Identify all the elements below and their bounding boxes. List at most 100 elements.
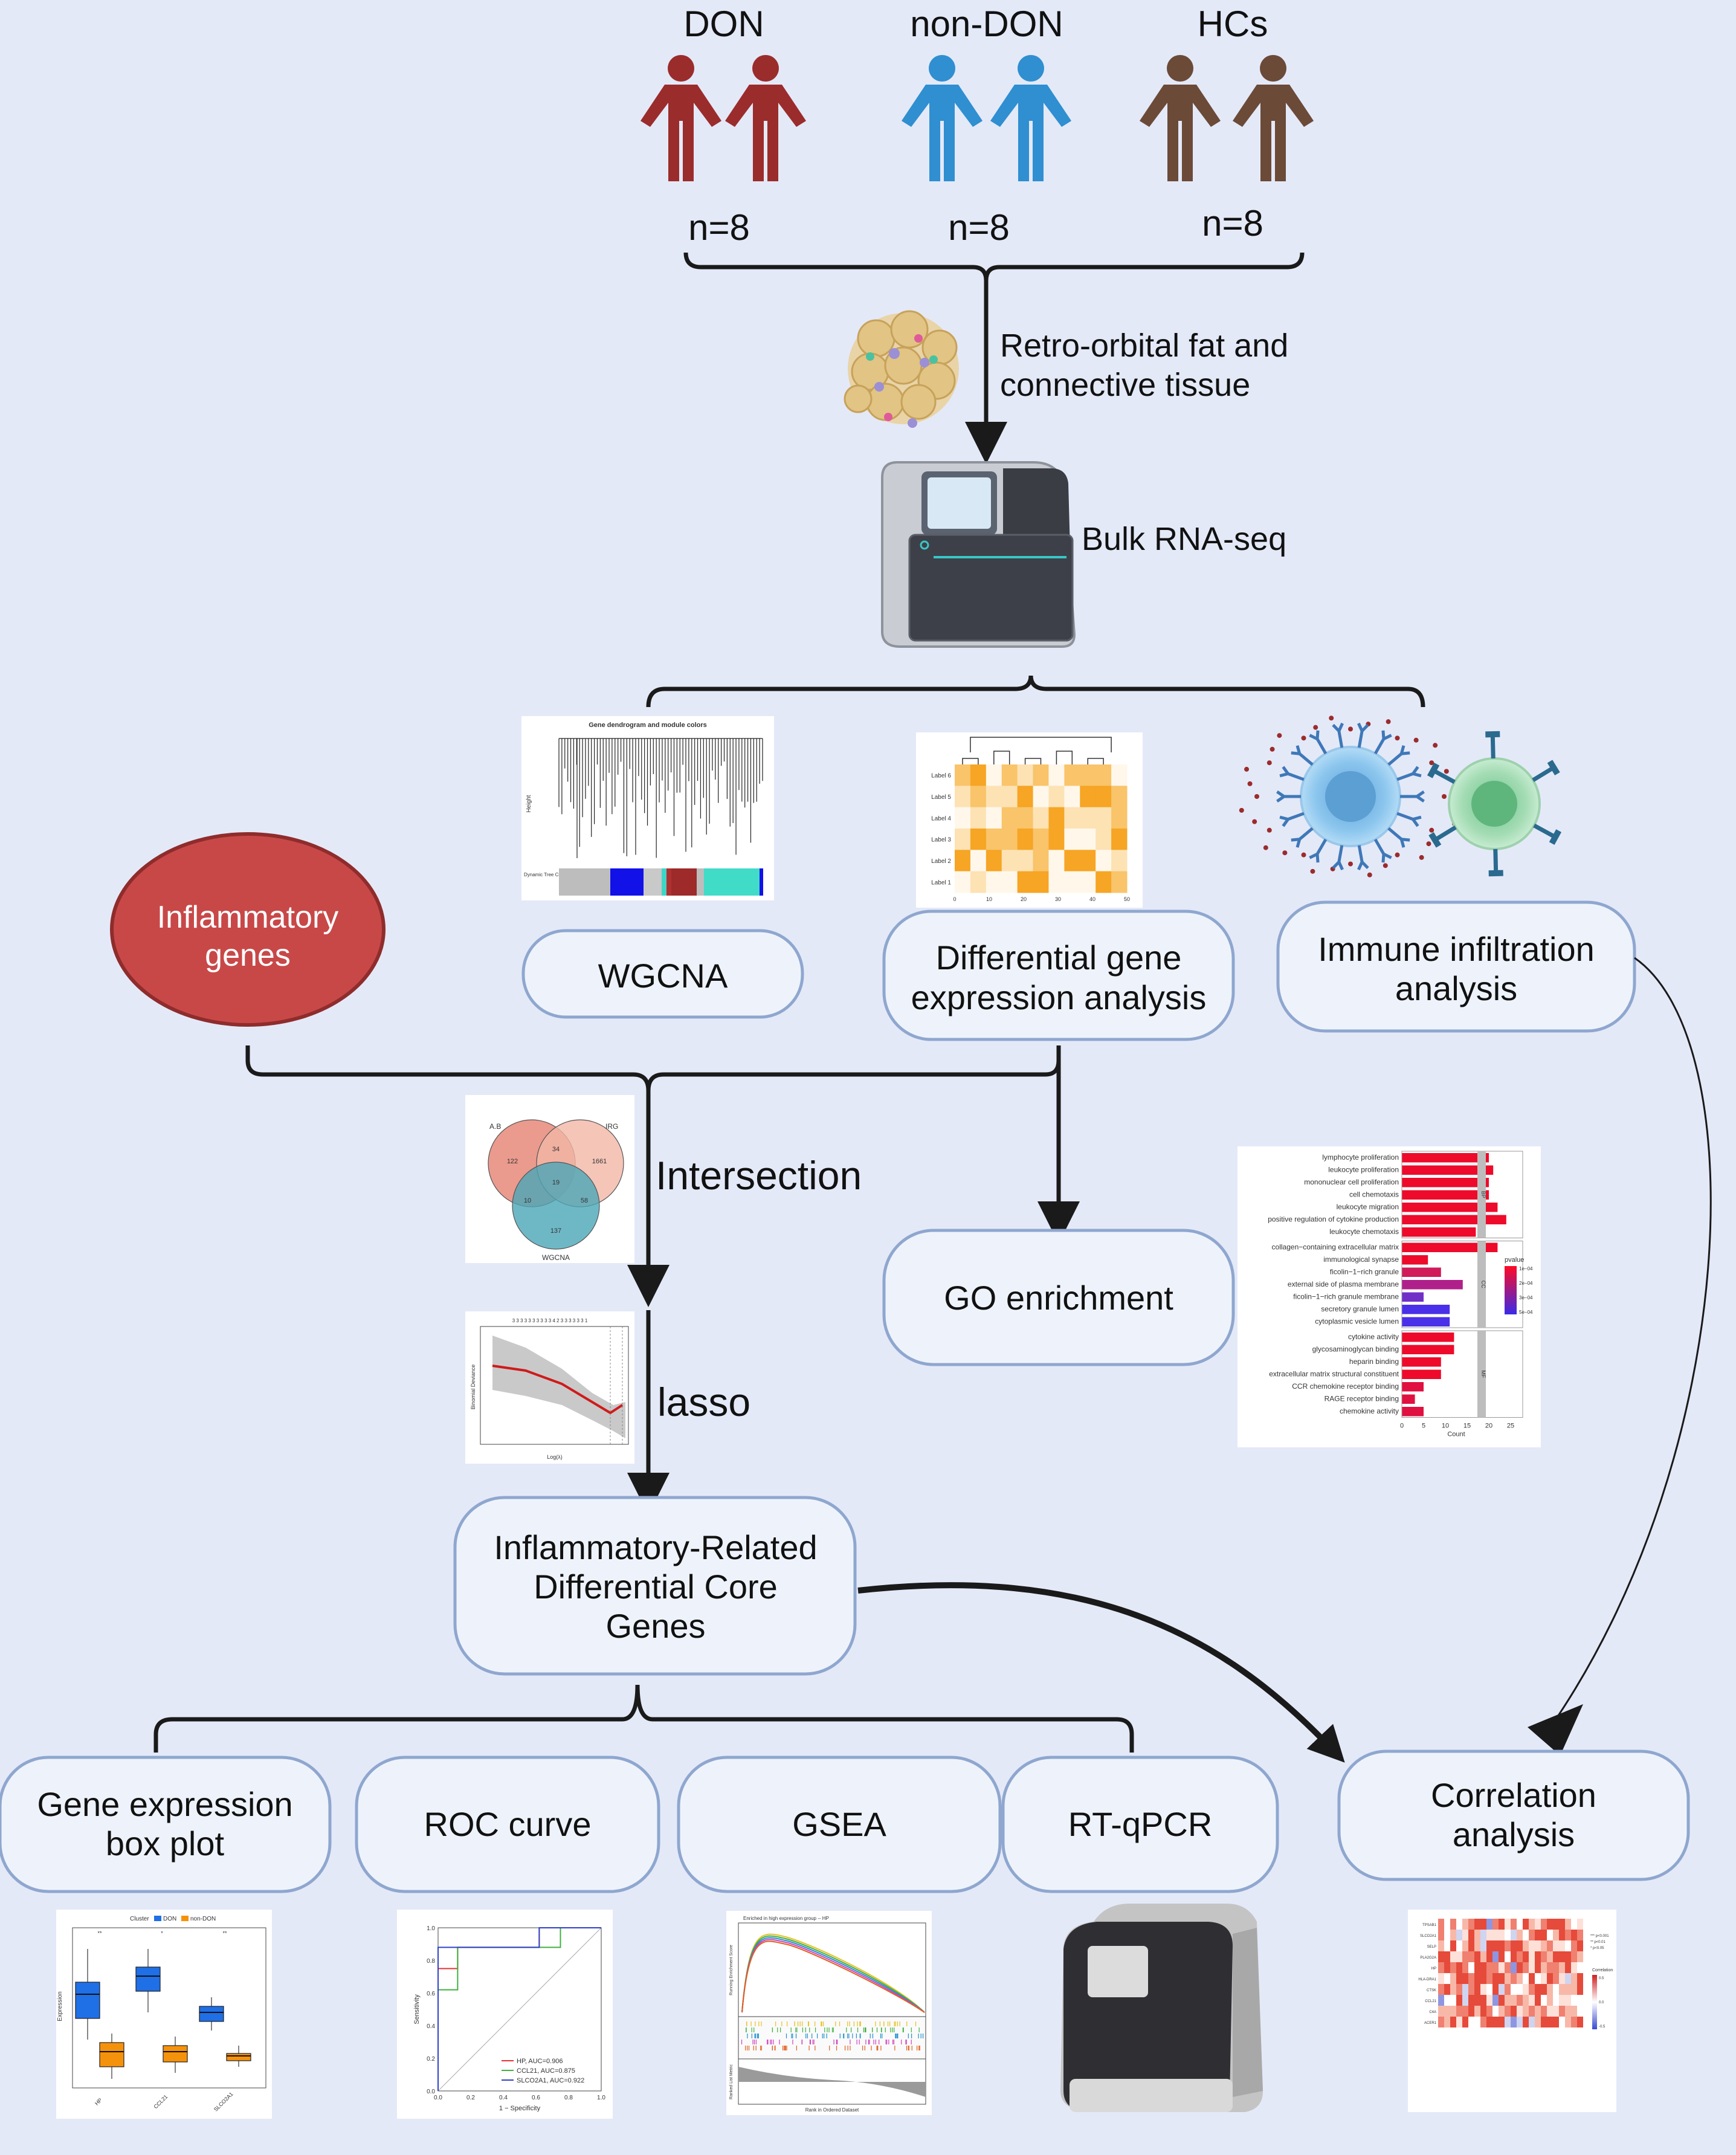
corr-gene-label: CCL21	[1425, 2000, 1436, 2003]
corr-cell	[1523, 1984, 1529, 1995]
immune-node-line1: Immune infiltration	[1318, 930, 1595, 968]
corr-cell	[1438, 1930, 1444, 1940]
corr-cell	[1523, 2006, 1529, 2017]
corr-cell	[1474, 1940, 1480, 1951]
heatmap-cell	[1080, 871, 1096, 893]
roc-x-tick: 0.2	[466, 2095, 475, 2101]
corr-gene-label: TPSAB1	[1422, 1924, 1437, 1927]
heatmap-cell	[1064, 807, 1080, 829]
venn-value: 10	[524, 1197, 531, 1204]
corr-cell	[1553, 1962, 1559, 1973]
corr-cell	[1547, 1919, 1553, 1930]
corr-cell	[1486, 1973, 1492, 1984]
corr-cell	[1468, 1962, 1474, 1973]
corr-cell	[1577, 2006, 1583, 2017]
corr-cell	[1577, 1919, 1583, 1930]
corr-cell	[1505, 1984, 1511, 1995]
corr-cell	[1456, 1984, 1462, 1995]
corr-legend-title: Correlation	[1592, 1968, 1613, 1972]
corr-cell	[1529, 1995, 1535, 2006]
corr-cell	[1456, 1919, 1462, 1930]
boxplot-node-line2: box plot	[106, 1824, 225, 1863]
intersection-label: Intersection	[656, 1153, 862, 1198]
corr-cell	[1529, 1940, 1535, 1951]
venn-value: 34	[552, 1146, 560, 1153]
heatmap-cell	[1001, 871, 1018, 893]
heatmap-cell	[1017, 786, 1034, 808]
go-term-label: cytoplasmic vesicle lumen	[1315, 1317, 1399, 1326]
corr-cell	[1499, 1973, 1505, 1984]
heatmap-cell	[1001, 807, 1018, 829]
go-term-bar	[1402, 1280, 1463, 1290]
heatmap-cell	[1033, 807, 1049, 829]
corr-cell	[1523, 1940, 1529, 1951]
go-term-label: mononuclear cell proliferation	[1304, 1178, 1399, 1186]
venn-set-a: A.B	[489, 1122, 501, 1131]
heatmap-cell	[1080, 786, 1096, 808]
corr-cell	[1492, 1930, 1499, 1940]
go-term-bar	[1402, 1203, 1498, 1212]
gsea-node	[677, 1756, 1002, 1893]
corr-cell	[1474, 1919, 1480, 1930]
corr-cell	[1571, 2017, 1577, 2027]
corr-cell	[1450, 2006, 1456, 2017]
go-term-bar	[1402, 1165, 1494, 1175]
heatmap-cell	[986, 850, 1002, 872]
roc-y-tick: 0.2	[427, 2056, 435, 2063]
corr-cell	[1571, 1984, 1577, 1995]
corr-gene-label: SELP	[1427, 1945, 1436, 1949]
wgcna-dendrogram-thumbnail: Gene dendrogram and module colors Height…	[521, 716, 774, 900]
corr-cell	[1486, 1919, 1492, 1930]
corr-cell	[1541, 1930, 1547, 1940]
corr-cell	[1541, 1951, 1547, 1962]
arrow-immune-head	[1528, 1704, 1583, 1756]
corr-cell	[1565, 1995, 1571, 2006]
deg-node-line1: Differential gene	[936, 939, 1182, 977]
heatmap-row-label: Label 5	[931, 794, 951, 801]
go-term-bar	[1402, 1394, 1415, 1404]
module-color-bar	[559, 868, 763, 896]
go-facet-label: CC	[1480, 1281, 1486, 1288]
corr-cell	[1492, 1962, 1499, 1973]
corr-cell	[1486, 2017, 1492, 2027]
corr-cell	[1468, 1984, 1474, 1995]
go-term-bar	[1402, 1178, 1489, 1187]
corr-cell	[1529, 1919, 1535, 1930]
corr-cell	[1559, 1984, 1565, 1995]
corr-cell	[1511, 1919, 1517, 1930]
sequencing-label: Bulk RNA-seq	[1082, 521, 1286, 557]
heatmap-cell	[955, 786, 971, 808]
go-term-bar	[1402, 1357, 1441, 1367]
corr-cell	[1577, 1973, 1583, 1984]
heatmap-cell	[1048, 786, 1065, 808]
corr-cell	[1547, 1973, 1553, 1984]
gsea-node-label: GSEA	[792, 1805, 886, 1843]
heatmap-cell	[1017, 807, 1034, 829]
go-term-label: ficolin−1−rich granule membrane	[1293, 1293, 1399, 1301]
corr-cell	[1462, 1951, 1468, 1962]
corr-cell	[1462, 1962, 1468, 1973]
corr-cell	[1571, 1962, 1577, 1973]
heatmap-cell	[1080, 850, 1096, 872]
corr-cell	[1577, 1962, 1583, 1973]
corr-cell	[1571, 2006, 1577, 2017]
antibody-receptors	[1276, 722, 1425, 871]
corr-cell	[1547, 2006, 1553, 2017]
heatmap-cell	[1111, 807, 1128, 829]
go-term-label: leukocyte chemotaxis	[1329, 1227, 1399, 1236]
immune-infiltration-node	[1276, 900, 1636, 1033]
corr-cell	[1511, 1962, 1517, 1973]
person-icon	[990, 55, 1071, 181]
corr-cell	[1456, 1973, 1462, 1984]
corr-cell	[1499, 1930, 1505, 1940]
go-term-label: heparin binding	[1349, 1357, 1399, 1366]
venn-value: 19	[552, 1179, 560, 1186]
heatmap-x-tick: 50	[1124, 896, 1130, 902]
corr-cell	[1450, 1995, 1456, 2006]
roc-y-tick: 0.4	[427, 2023, 435, 2030]
corr-cell	[1565, 1973, 1571, 1984]
go-term-label: leukocyte proliferation	[1328, 1166, 1399, 1174]
person-icon	[902, 55, 983, 181]
corr-cell	[1456, 1951, 1462, 1962]
heatmap-cell	[1001, 850, 1018, 872]
